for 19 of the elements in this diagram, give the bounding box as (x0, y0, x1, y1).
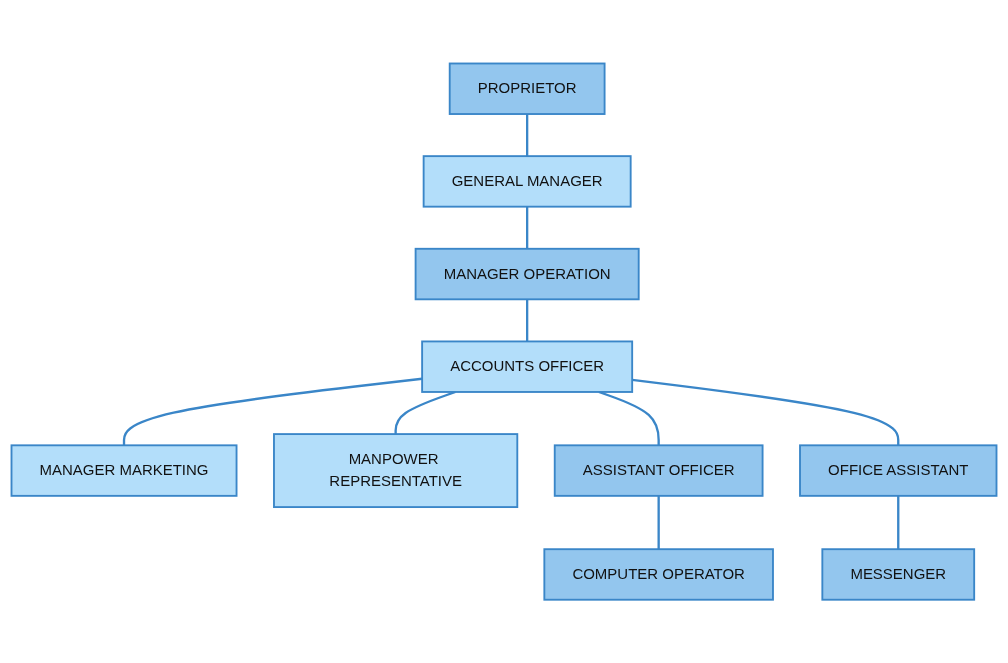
node-box: ASSISTANT OFFICER (553, 444, 764, 497)
node-box: OFFICE ASSISTANT (799, 444, 998, 497)
node-box: ACCOUNTS OFFICER (421, 340, 634, 393)
node-box: PROPRIETOR (448, 62, 606, 115)
connector (122, 377, 423, 446)
node-box: GENERAL MANAGER (422, 155, 632, 208)
node-box: COMPUTER OPERATOR (543, 548, 774, 601)
connector (657, 495, 660, 550)
node-box: MANAGER OPERATION (414, 247, 640, 301)
connector (394, 390, 456, 434)
connector (526, 113, 529, 157)
connector (632, 378, 900, 446)
node-box: MANAGER MARKETING (10, 444, 238, 497)
node-box: MANPOWER REPRESENTATIVE (273, 433, 519, 508)
node-box: MESSENGER (821, 548, 976, 601)
connector (897, 495, 900, 550)
connector (526, 299, 529, 342)
connector (598, 390, 660, 446)
connector (526, 206, 529, 249)
